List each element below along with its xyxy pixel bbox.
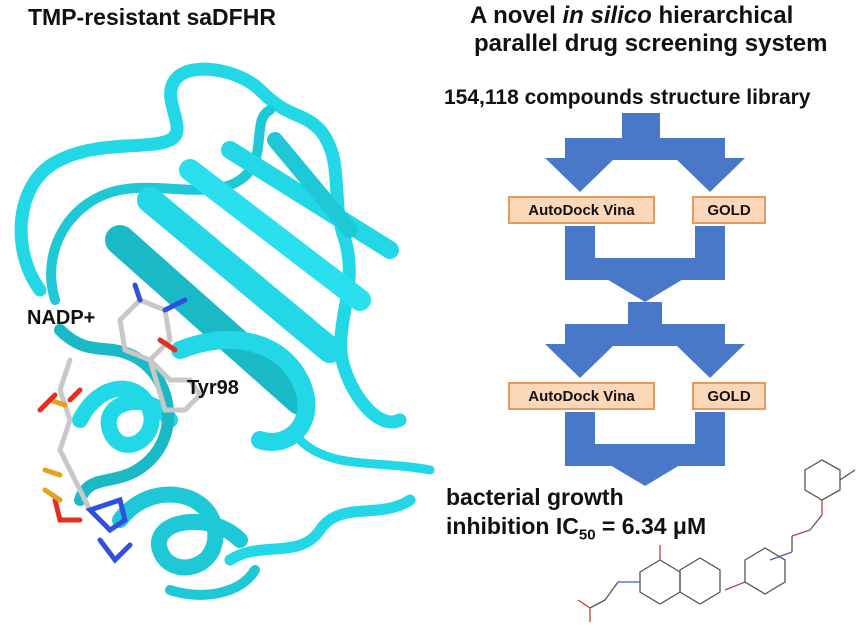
ligand-sticks xyxy=(37,282,204,564)
compound-structure xyxy=(577,459,856,622)
workflow-arrows xyxy=(545,113,745,486)
stage2-gold-box: GOLD xyxy=(692,382,766,410)
protein-title: TMP-resistant saDFHR xyxy=(28,4,276,30)
result-subscript: 50 xyxy=(578,526,596,544)
screening-title-line2: parallel drug screening system xyxy=(474,30,828,57)
protein-ribbon-structure xyxy=(14,62,435,600)
result-suffix: = 6.34 μM xyxy=(595,513,707,539)
nadp-label: NADP+ xyxy=(27,307,96,329)
stage1-gold-box: GOLD xyxy=(692,196,766,224)
stage2-autodock-vina-box: AutoDock Vina xyxy=(508,382,655,410)
result-line1: bacterial growth xyxy=(446,484,624,510)
screening-title-line1: A novel in silico hierarchical xyxy=(470,2,794,29)
stage1-autodock-vina-box: AutoDock Vina xyxy=(508,196,655,224)
library-label: 154,118 compounds structure library xyxy=(444,86,811,109)
result-line2: inhibition IC50 = 6.34 μM xyxy=(446,513,706,544)
tyr98-label: Tyr98 xyxy=(187,377,239,399)
result-prefix: inhibition IC xyxy=(446,513,579,539)
